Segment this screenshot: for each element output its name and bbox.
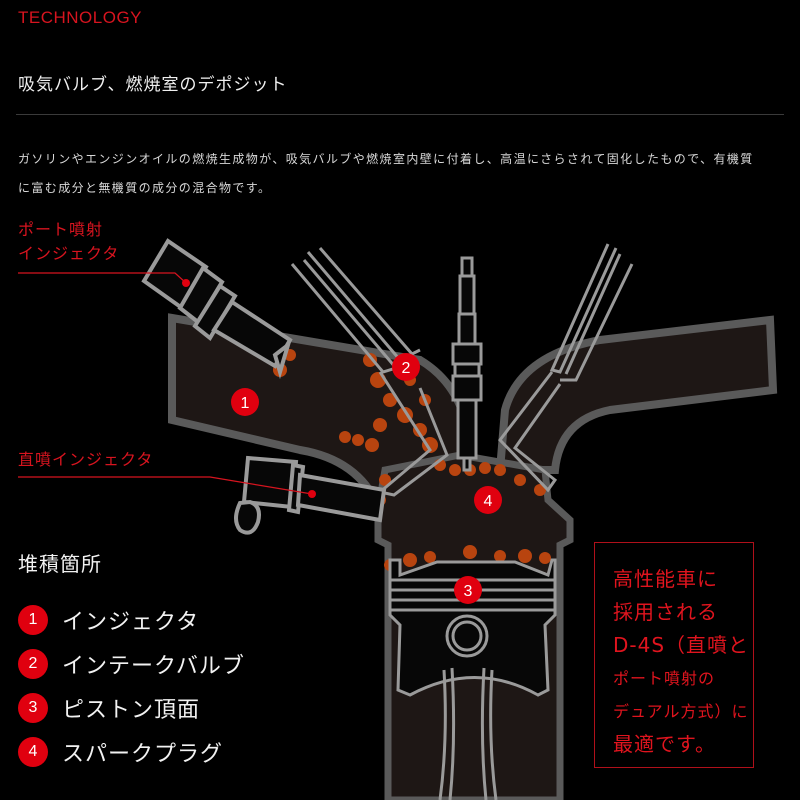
callout-line: デュアル方式）に xyxy=(613,702,749,721)
leader-lines xyxy=(18,272,313,495)
section-eyebrow: TECHNOLOGY xyxy=(18,8,143,27)
callout-line: 高性能車に xyxy=(613,567,718,591)
spark-plug xyxy=(451,256,483,472)
legend-label: スパークプラグ xyxy=(62,742,224,767)
legend-item: 2 インテークバルブ xyxy=(18,642,245,686)
callout-line: 最適です。 xyxy=(613,732,716,756)
legend-item: 4 スパークプラグ xyxy=(18,730,245,774)
title-divider xyxy=(16,114,784,115)
number-badge: 1 xyxy=(18,605,48,635)
callout-line: ポート噴射の xyxy=(613,669,716,688)
exhaust-valve xyxy=(498,243,634,493)
legend-item: 3 ピストン頂面 xyxy=(18,686,245,730)
description-line: ガソリンやエンジンオイルの燃焼生成物が、吸気バルブや燃焼室内壁に付着し、高温にさ… xyxy=(18,152,754,166)
callout-line: 採用される xyxy=(613,600,718,624)
legend-title: 堆積箇所 xyxy=(18,552,102,576)
marker-4: 4 xyxy=(474,486,502,514)
piston xyxy=(388,558,557,800)
description: ガソリンやエンジンオイルの燃焼生成物が、吸気バルブや燃焼室内壁に付着し、高温にさ… xyxy=(18,145,788,203)
svg-text:4: 4 xyxy=(484,493,493,510)
port-injector-pointer-dot xyxy=(182,279,190,287)
direct-injector-label: 直噴インジェクタ xyxy=(18,450,154,469)
legend-label: インジェクタ xyxy=(62,610,200,635)
port-injector xyxy=(141,238,293,380)
marker-1: 1 xyxy=(231,388,259,416)
port-injector-label-line: インジェクタ xyxy=(18,244,120,263)
page-title: 吸気バルブ、燃焼室のデポジット xyxy=(18,75,288,95)
direct-injector-pointer-dot xyxy=(308,490,316,498)
legend-label: インテークバルブ xyxy=(62,654,245,679)
legend-label: ピストン頂面 xyxy=(62,698,201,723)
port-injector-label: ポート噴射 インジェクタ xyxy=(18,218,119,266)
port-injector-label-line: ポート噴射 xyxy=(18,220,104,239)
description-line: に富む成分と無機質の成分の混合物です。 xyxy=(18,181,272,195)
svg-text:1: 1 xyxy=(241,395,250,412)
svg-text:3: 3 xyxy=(464,583,473,600)
d4s-callout-box: 高性能車に 採用される D-4S（直噴と ポート噴射の デュアル方式）に 最適で… xyxy=(594,542,754,768)
deposit-locations-legend: 1 インジェクタ 2 インテークバルブ 3 ピストン頂面 4 スパークプラグ xyxy=(18,598,245,774)
legend-item: 1 インジェクタ xyxy=(18,598,245,642)
number-badge: 2 xyxy=(18,649,48,679)
exhaust-port xyxy=(495,315,778,474)
number-badge: 4 xyxy=(18,737,48,767)
marker-2: 2 xyxy=(392,353,420,381)
svg-text:2: 2 xyxy=(402,360,411,377)
number-badge: 3 xyxy=(18,693,48,723)
callout-line: D-4S（直噴と xyxy=(613,633,750,657)
intake-valve xyxy=(290,247,449,497)
direct-injector xyxy=(234,455,387,535)
marker-3: 3 xyxy=(454,576,482,604)
